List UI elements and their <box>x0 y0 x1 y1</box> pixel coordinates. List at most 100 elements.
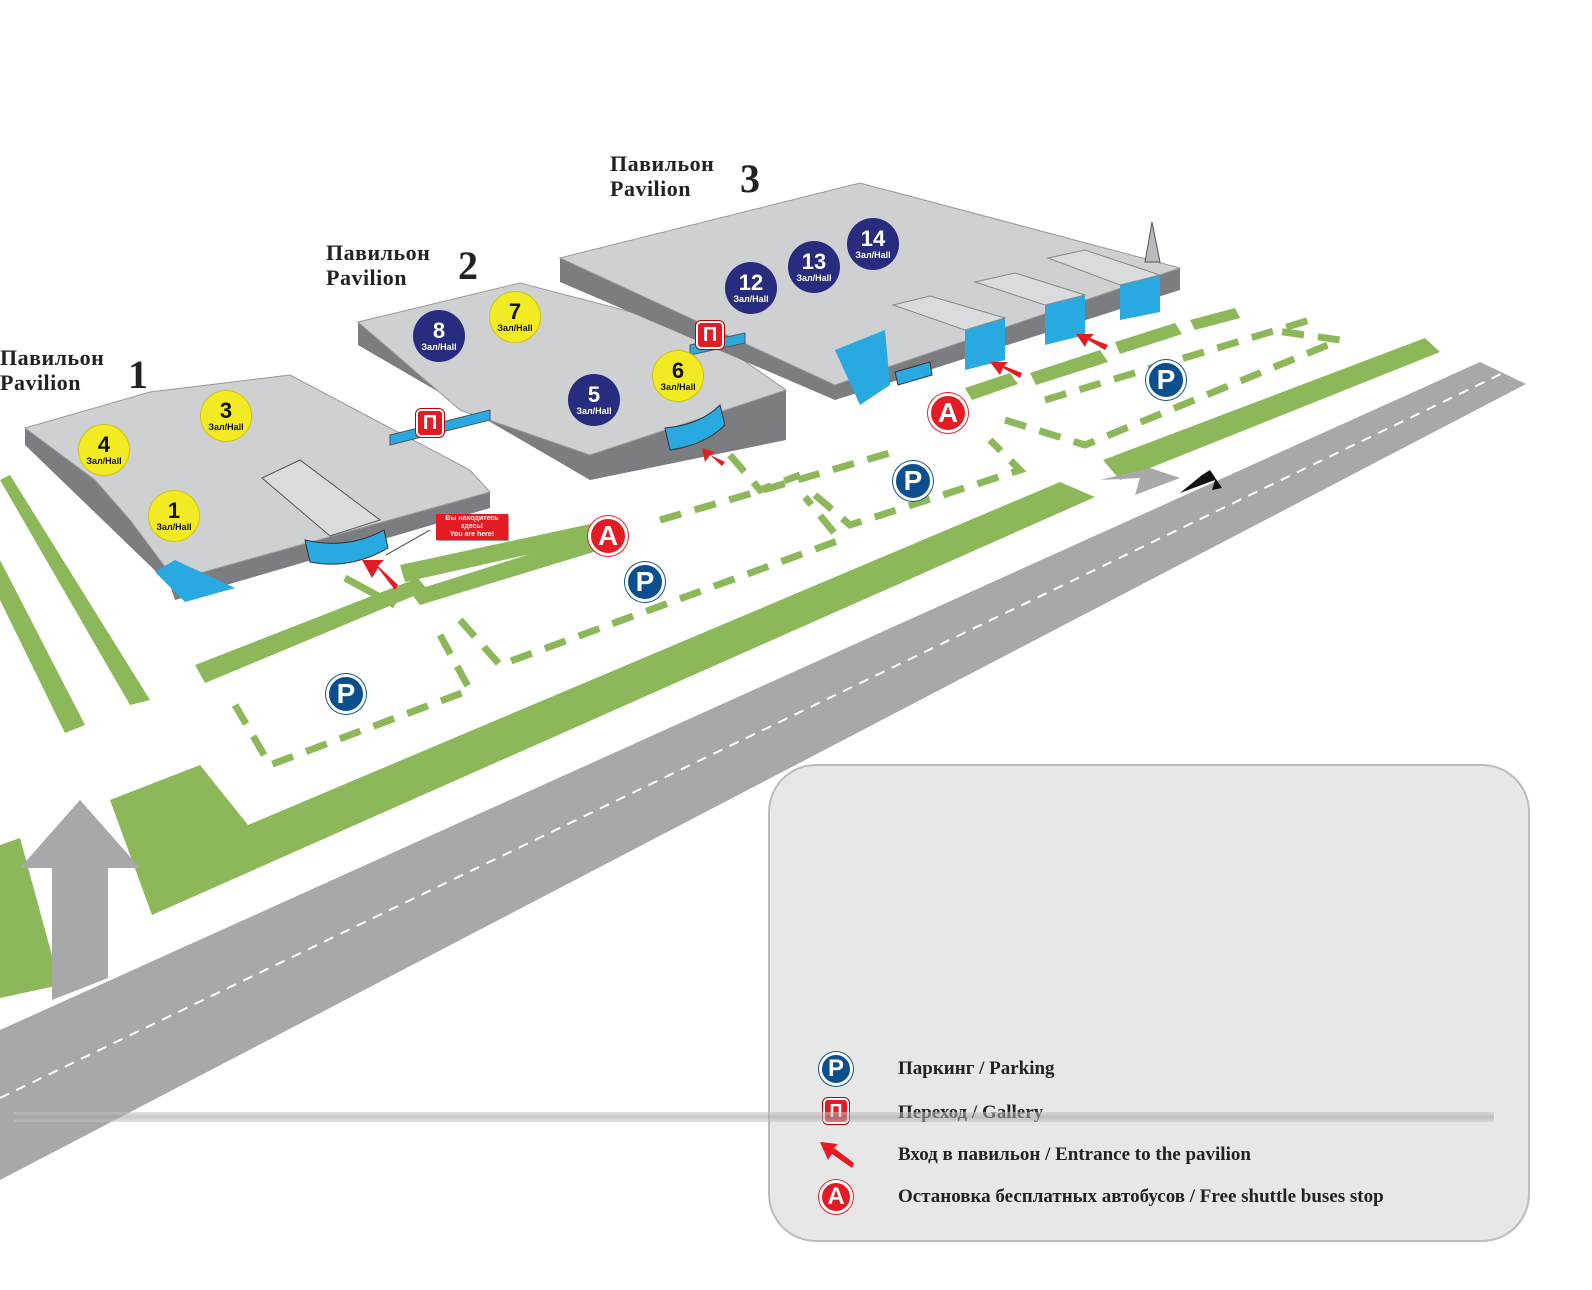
pavilion-1-entrance <box>304 529 389 565</box>
pavilion-1-canopy <box>261 459 382 537</box>
hall-label: Зал/Hall <box>796 273 832 283</box>
pavilion-1-title-ru: Павильон <box>0 345 105 370</box>
hall-number: 14 <box>860 226 886 251</box>
hall-number: 5 <box>587 382 601 407</box>
you-are-here-ru-2: здесь! <box>460 523 484 530</box>
parking-icon: P <box>819 1052 853 1086</box>
pavilion-3-ramp <box>894 361 933 386</box>
hall-number: 7 <box>508 299 522 324</box>
pavilion-3-title-en: Pavilion <box>610 176 692 201</box>
pavilion-2-number: 2 <box>458 243 478 288</box>
bus-stop-icon[interactable]: A <box>928 393 968 433</box>
pavilion-3-wing-1 <box>891 295 1007 331</box>
parking-letter: P <box>1156 364 1176 395</box>
parking-icon[interactable]: P <box>326 674 366 714</box>
lawn-left-3 <box>0 838 60 998</box>
hall-number: 13 <box>801 249 827 274</box>
gallery-letter: П <box>702 323 718 346</box>
legend-entrance-label: Вход в павильон / Entrance to the pavili… <box>898 1144 1251 1165</box>
parking-letter: P <box>903 465 923 496</box>
hall-number: 12 <box>738 270 764 295</box>
hall-label: Зал/Hall <box>497 323 533 333</box>
pavilion-3-wing-2 <box>973 272 1087 306</box>
gallery-icon[interactable]: П <box>696 321 724 349</box>
pavilion-3-wing-3 <box>1046 249 1162 286</box>
legend-bus-icon: A <box>816 1180 856 1214</box>
entrance-arrow-icon <box>820 1142 854 1168</box>
road-direction-arrow-icon <box>1180 470 1222 493</box>
lawn-strip-front <box>110 482 1095 915</box>
legend-parking-label: Паркинг / Parking <box>898 1058 1055 1079</box>
lawn-left-1 <box>0 475 150 705</box>
hall-label: Зал/Hall <box>855 250 891 260</box>
gallery-letter: П <box>422 411 438 434</box>
pavilion-3-tower <box>1144 221 1161 263</box>
hall-label: Зал/Hall <box>86 456 122 466</box>
road-direction-arrow-icon <box>1100 468 1180 495</box>
parking-icon[interactable]: P <box>625 562 665 602</box>
pavilion-1-title-en: Pavilion <box>0 370 82 395</box>
pavilion-3-glass-4 <box>1120 275 1160 320</box>
you-are-here-callout: Вы находитесь здесь! You are here! <box>436 514 508 540</box>
pavilion-2-title: Павильон Pavilion 2 <box>326 240 486 290</box>
hall-number: 4 <box>97 432 111 457</box>
lawn-inner-2 <box>400 523 602 582</box>
hall-number: 1 <box>167 498 181 523</box>
main-road <box>0 362 1526 1180</box>
road-center-line <box>0 372 1504 1099</box>
lawn-left-2 <box>0 560 85 733</box>
pavilion-1-glass <box>155 560 235 602</box>
pavilion-1-title: Павильон Pavilion 1 <box>0 345 150 395</box>
legend-entrance-icon <box>816 1138 856 1172</box>
pavilion-3-glass-1 <box>835 330 890 405</box>
bus-stop-icon: A <box>819 1180 853 1214</box>
bus-stop-letter: A <box>937 397 959 428</box>
scan-artifact-line <box>14 1112 1494 1122</box>
hall-label: Зал/Hall <box>576 406 612 416</box>
you-are-here-en: You are here! <box>449 531 495 538</box>
lawn-strip-right <box>1103 338 1440 480</box>
pavilion-2-title-en: Pavilion <box>326 265 408 290</box>
pavilion-2-title-ru: Павильон <box>326 240 431 265</box>
bus-stop-letter: A <box>597 520 619 551</box>
you-are-here-ru-1: Вы находитесь <box>445 515 499 522</box>
pavilion-3-title: Павильон Pavilion 3 <box>610 151 770 201</box>
parking-icon[interactable]: P <box>893 461 933 501</box>
parking-letter: P <box>827 1055 844 1082</box>
hall-label: Зал/Hall <box>208 422 244 432</box>
legend-parking-icon: P <box>816 1052 856 1086</box>
gallery-icon[interactable]: П <box>416 409 444 437</box>
parking-icon[interactable]: P <box>1146 360 1186 400</box>
hall-label: Зал/Hall <box>660 382 696 392</box>
hall-number: 6 <box>671 358 685 383</box>
hall-number: 3 <box>219 398 233 423</box>
pavilion-3-number: 3 <box>740 156 760 201</box>
pavilion-1-number: 1 <box>128 352 148 397</box>
parking-outlines <box>231 316 1354 770</box>
you-are-here-pointer <box>385 529 431 556</box>
road-direction-arrow-icon <box>20 800 140 1000</box>
lawn-inner-4 <box>965 373 1018 400</box>
hall-label: Зал/Hall <box>421 342 457 352</box>
parking-letter: P <box>336 678 356 709</box>
legend-bus-label: Остановка бесплатных автобусов / Free sh… <box>898 1186 1384 1207</box>
bus-stop-letter: A <box>827 1183 845 1210</box>
pavilion-3-glass-3 <box>1045 295 1085 345</box>
entrance-arrow-icon <box>362 334 1108 590</box>
map-legend: P Паркинг / Parking П Переход / Gallery … <box>768 764 1530 1242</box>
pavilion-3-glass-2 <box>965 318 1005 370</box>
lawn-inner-6 <box>1115 323 1182 354</box>
bus-stop-icon[interactable]: A <box>588 516 628 556</box>
hall-label: Зал/Hall <box>156 522 192 532</box>
